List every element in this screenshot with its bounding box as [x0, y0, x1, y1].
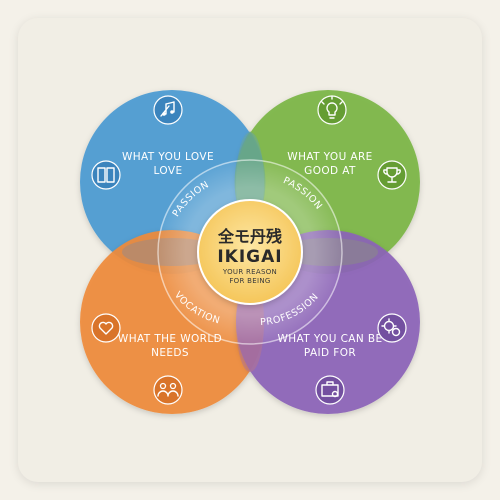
book-icon: [91, 160, 121, 190]
coin-gear-icon: [377, 313, 407, 343]
world-label-1: WHAT THE WORLD: [118, 333, 222, 345]
paid-label-2: PAID FOR: [304, 347, 356, 359]
trophy-icon: [377, 160, 407, 190]
center-cjk: 全モ丹残: [217, 227, 282, 246]
center-subtitle-1: YOUR REASON: [222, 268, 277, 276]
center-subtitle-2: FOR BEING: [229, 277, 270, 285]
center-title: IKIGAI: [217, 247, 282, 267]
love-label-1: WHAT YOU LOVE: [122, 151, 214, 163]
lightbulb-icon: [317, 95, 347, 125]
world-label-2: NEEDS: [151, 347, 189, 359]
community-icon: [153, 375, 183, 405]
center-circle: [197, 199, 303, 305]
heart-hand-icon: [91, 313, 121, 343]
love-label-2: LOVE: [154, 165, 183, 177]
briefcase-icon: [315, 375, 345, 405]
good-label-1: WHAT YOU ARE: [287, 151, 372, 163]
good-label-2: GOOD AT: [304, 165, 356, 177]
paid-label-1: WHAT YOU CAN BE: [277, 333, 382, 345]
music-notes-icon: [153, 95, 183, 125]
